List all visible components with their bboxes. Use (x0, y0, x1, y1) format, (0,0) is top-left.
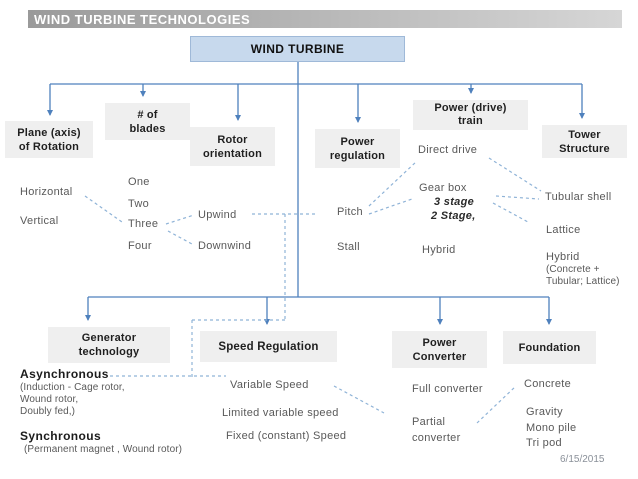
node-foundation: Foundation (503, 331, 596, 364)
leaf-upwind: Upwind (198, 209, 237, 221)
leaf-one: One (128, 176, 150, 188)
leaf-horizontal: Horizontal (20, 186, 73, 198)
node-power-drive-train: Power (drive) train (413, 100, 528, 130)
leaf-concrete: Concrete (524, 378, 572, 390)
leaf-direct-drive: Direct drive (418, 144, 478, 156)
leaf-three: Three (128, 218, 159, 230)
leaf-asynchronous-detail: (Induction - Cage rotor, Wound rotor, Do… (20, 382, 125, 417)
leaf-fixed-speed: Fixed (constant) Speed (226, 430, 347, 442)
leaf-vertical: Vertical (20, 215, 59, 227)
node-power-regulation: Power regulation (315, 129, 400, 168)
leaf-limited-variable-speed: Limited variable speed (222, 407, 339, 419)
node-rotor-orientation: Rotor orientation (190, 127, 275, 166)
leaf-gear-3stage: 3 stage (434, 196, 475, 208)
leaf-partial-converter: Partial converter (412, 416, 461, 444)
leaf-gear-box: Gear box (419, 182, 467, 194)
leaf-full-converter: Full converter (412, 383, 483, 395)
leaf-lattice: Lattice (546, 224, 581, 236)
node-generator-technology: Generator technology (48, 327, 170, 363)
node-wind-turbine: WIND TURBINE (190, 36, 405, 62)
node-power-converter: Power Converter (392, 331, 487, 368)
leaf-variable-speed: Variable Speed (230, 379, 309, 391)
leaf-foundation-types: Gravity Mono pile Tri pod (526, 406, 577, 449)
leaf-hybrid-tower: Hybrid (546, 251, 580, 263)
node-number-of-blades: # of blades (105, 103, 190, 140)
leaf-tubular-shell: Tubular shell (545, 191, 612, 203)
leaf-gear-2stage: 2 Stage, (431, 210, 476, 222)
leaf-four: Four (128, 240, 152, 252)
node-tower-structure: Tower Structure (542, 125, 627, 158)
leaf-downwind: Downwind (198, 240, 252, 252)
leaf-synchronous: Synchronous (20, 429, 102, 443)
node-plane-of-rotation: Plane (axis) of Rotation (5, 121, 93, 158)
leaf-asynchronous: Asynchronous (20, 367, 109, 381)
leaf-two: Two (128, 198, 150, 210)
node-speed-regulation: Speed Regulation (200, 331, 337, 362)
leaf-hybrid-tower-detail: (Concrete + Tubular; Lattice) (546, 264, 620, 287)
leaf-stall: Stall (337, 241, 360, 253)
leaf-hybrid-drive: Hybrid (422, 244, 456, 256)
page-title: WIND TURBINE TECHNOLOGIES (28, 10, 622, 28)
date-stamp: 6/15/2015 (560, 454, 605, 465)
leaf-synchronous-detail: (Permanent magnet , Wound rotor) (24, 444, 183, 455)
leaf-pitch: Pitch (337, 206, 363, 218)
